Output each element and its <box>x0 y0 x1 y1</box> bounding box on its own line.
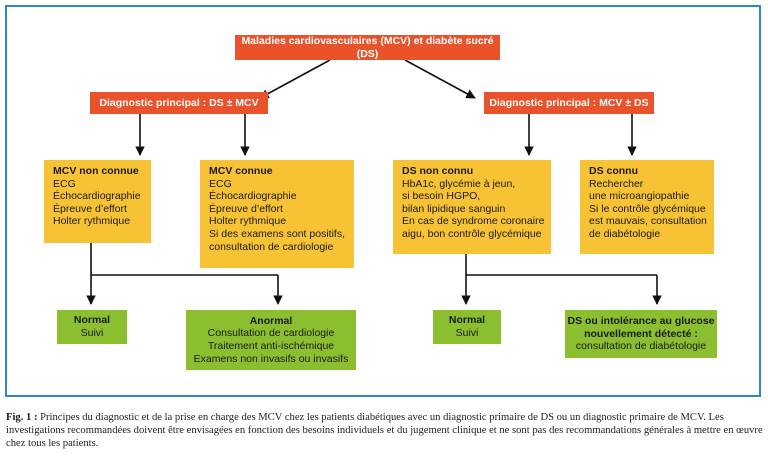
figure-caption-text: Principes du diagnostic et de la prise e… <box>6 412 763 449</box>
abnormal-box: Anormal Consultation de cardiologie Trai… <box>186 310 356 370</box>
mcv-known-line: consultation de cardiologie <box>209 240 334 253</box>
mcv-known-line: Épreuve d’effort <box>209 202 283 215</box>
abnormal-line: Examens non invasifs ou invasifs <box>193 352 349 365</box>
normal-left-box: Normal Suivi <box>57 310 127 344</box>
ds-unknown-line: aigu, bon contrôle glycémique <box>402 227 542 240</box>
right-branch-label: Diagnostic principal : MCV ± DS <box>489 96 649 109</box>
mcv-unknown-line: ECG <box>53 177 76 190</box>
ds-unknown-box: DS non connu HbA1c, glycémie à jeun, si … <box>393 160 551 254</box>
ds-known-box: DS connu Rechercher une microangiopathie… <box>580 160 714 254</box>
top-node-label: Maladies cardiovasculaires (MCV) et diab… <box>241 34 494 60</box>
normal-left-title: Normal <box>73 314 111 327</box>
normal-right-box: Normal Suivi <box>433 310 501 344</box>
ds-detected-box: DS ou intolérance au glucose nouvellemen… <box>565 310 717 358</box>
ds-known-line: Si le contrôle glycémique <box>589 202 706 215</box>
mcv-known-line: Échocardiographie <box>209 190 297 203</box>
ds-known-line: de diabétologie <box>589 227 661 240</box>
mcv-known-line: Holter rythmique <box>209 215 287 228</box>
abnormal-line: Consultation de cardiologie <box>207 327 335 340</box>
mcv-known-line: ECG <box>209 177 232 190</box>
ds-known-line: Rechercher <box>589 177 644 190</box>
ds-unknown-line: si besoin HGPO, <box>402 190 481 203</box>
abnormal-line: Traitement anti-ischémique <box>207 340 335 352</box>
ds-unknown-line: bilan lipidique sanguin <box>402 202 506 215</box>
ds-unknown-title: DS non connu <box>402 165 474 177</box>
figure-label: Fig. 1 : <box>6 412 38 423</box>
normal-right-title: Normal <box>448 314 486 327</box>
ds-known-title: DS connu <box>589 165 638 177</box>
mcv-unknown-line: Holter rythmique <box>53 215 131 228</box>
mcv-unknown-box: MCV non connue ECG Échocardiographie Épr… <box>44 160 151 243</box>
abnormal-title: Anormal <box>249 314 293 327</box>
ds-known-line: une microangiopathie <box>589 190 690 203</box>
ds-detected-line: consultation de diabétologie <box>575 340 707 353</box>
mcv-unknown-line: Échocardiographie <box>53 190 141 203</box>
top-node: Maladies cardiovasculaires (MCV) et diab… <box>235 35 500 60</box>
arrow-top-right <box>404 59 476 99</box>
figure-caption: Fig. 1 : Principes du diagnostic et de l… <box>6 411 764 450</box>
normal-right-line: Suivi <box>455 327 479 339</box>
normal-left-line: Suivi <box>80 327 104 339</box>
mcv-known-line: Si des examens sont positifs, <box>209 227 345 240</box>
ds-detected-title: nouvellement détecté : <box>584 327 698 340</box>
ds-known-line: est mauvais, consultation <box>589 215 707 228</box>
arrow-top-left <box>259 59 331 99</box>
mcv-known-box: MCV connue ECG Échocardiographie Épreuve… <box>200 160 354 268</box>
mcv-unknown-line: Épreuve d’effort <box>53 202 127 215</box>
ds-unknown-line: HbA1c, glycémie à jeun, <box>402 177 516 190</box>
right-branch-node: Diagnostic principal : MCV ± DS <box>484 92 654 114</box>
mcv-known-title: MCV connue <box>209 165 273 177</box>
mcv-unknown-title: MCV non connue <box>53 165 139 177</box>
left-branch-label: Diagnostic principal : DS ± MCV <box>99 96 259 109</box>
ds-detected-title: DS ou intolérance au glucose <box>567 315 715 328</box>
ds-unknown-line: En cas de syndrome coronaire <box>402 215 545 228</box>
left-branch-node: Diagnostic principal : DS ± MCV <box>90 92 268 114</box>
